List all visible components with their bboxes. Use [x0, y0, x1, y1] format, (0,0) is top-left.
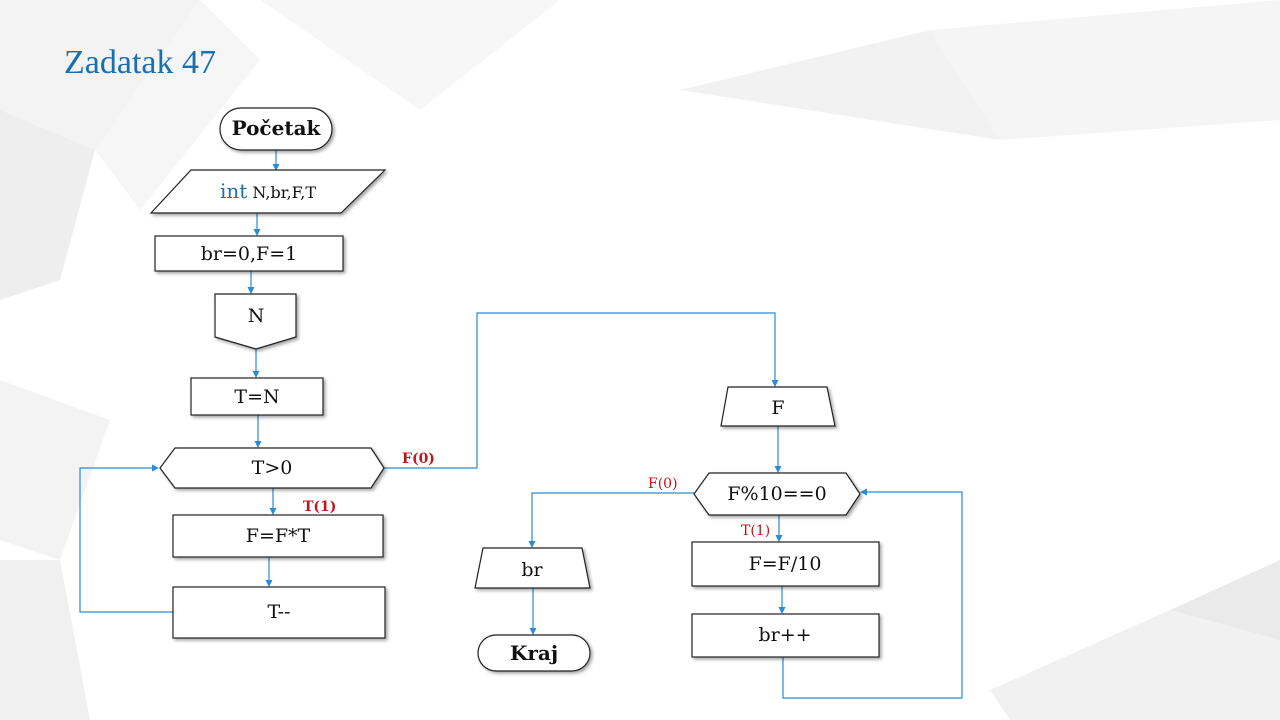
connector-cond-false [384, 312, 779, 469]
loop-condition: T>0 [159, 447, 385, 489]
start-terminator: Početak [219, 107, 333, 151]
input-n-node: N [214, 293, 297, 350]
loop-false-label: F(0) [402, 451, 435, 467]
zero-condition: F%10==0 [693, 472, 861, 516]
loop-true-label: T(1) [303, 499, 336, 515]
connector-cond2-false [528, 492, 694, 548]
increment-process: br++ [691, 613, 880, 658]
connector-increment-loop [782, 488, 963, 699]
slide-title: Zadatak 47 [64, 44, 216, 81]
declaration-node: int N,br,F,T [149, 169, 387, 214]
end-label: Kraj [510, 641, 558, 665]
start-label: Početak [232, 116, 322, 140]
loop-condition-label: T>0 [252, 457, 293, 479]
increment-label: br++ [758, 624, 811, 646]
mult-label: F=F*T [246, 525, 311, 547]
assign-t-process: T=N [190, 377, 324, 416]
assign-t-label: T=N [234, 386, 279, 408]
output-br-node: br [474, 547, 591, 589]
decrement-label: T-- [267, 601, 290, 623]
zero-true-label: T(1) [741, 523, 770, 539]
output-f-node: F [720, 386, 836, 427]
mult-process: F=F*T [172, 514, 384, 558]
zero-condition-label: F%10==0 [727, 483, 826, 505]
declaration-vars: N,br,F,T [247, 183, 316, 202]
declaration-text: int N,br,F,T [220, 179, 316, 203]
init-label: br=0,F=1 [201, 243, 297, 265]
decrement-process: T-- [172, 586, 386, 639]
connectors [79, 150, 963, 699]
declaration-keyword: int [220, 179, 247, 203]
init-process: br=0,F=1 [154, 235, 344, 272]
divide-process: F=F/10 [691, 541, 880, 587]
end-terminator: Kraj [477, 634, 591, 672]
output-f-label: F [771, 397, 784, 419]
divide-label: F=F/10 [749, 553, 822, 575]
output-br-label: br [521, 559, 543, 581]
input-n-label: N [248, 305, 265, 327]
connector-loop-back [79, 464, 173, 613]
zero-false-label: F(0) [648, 476, 678, 492]
